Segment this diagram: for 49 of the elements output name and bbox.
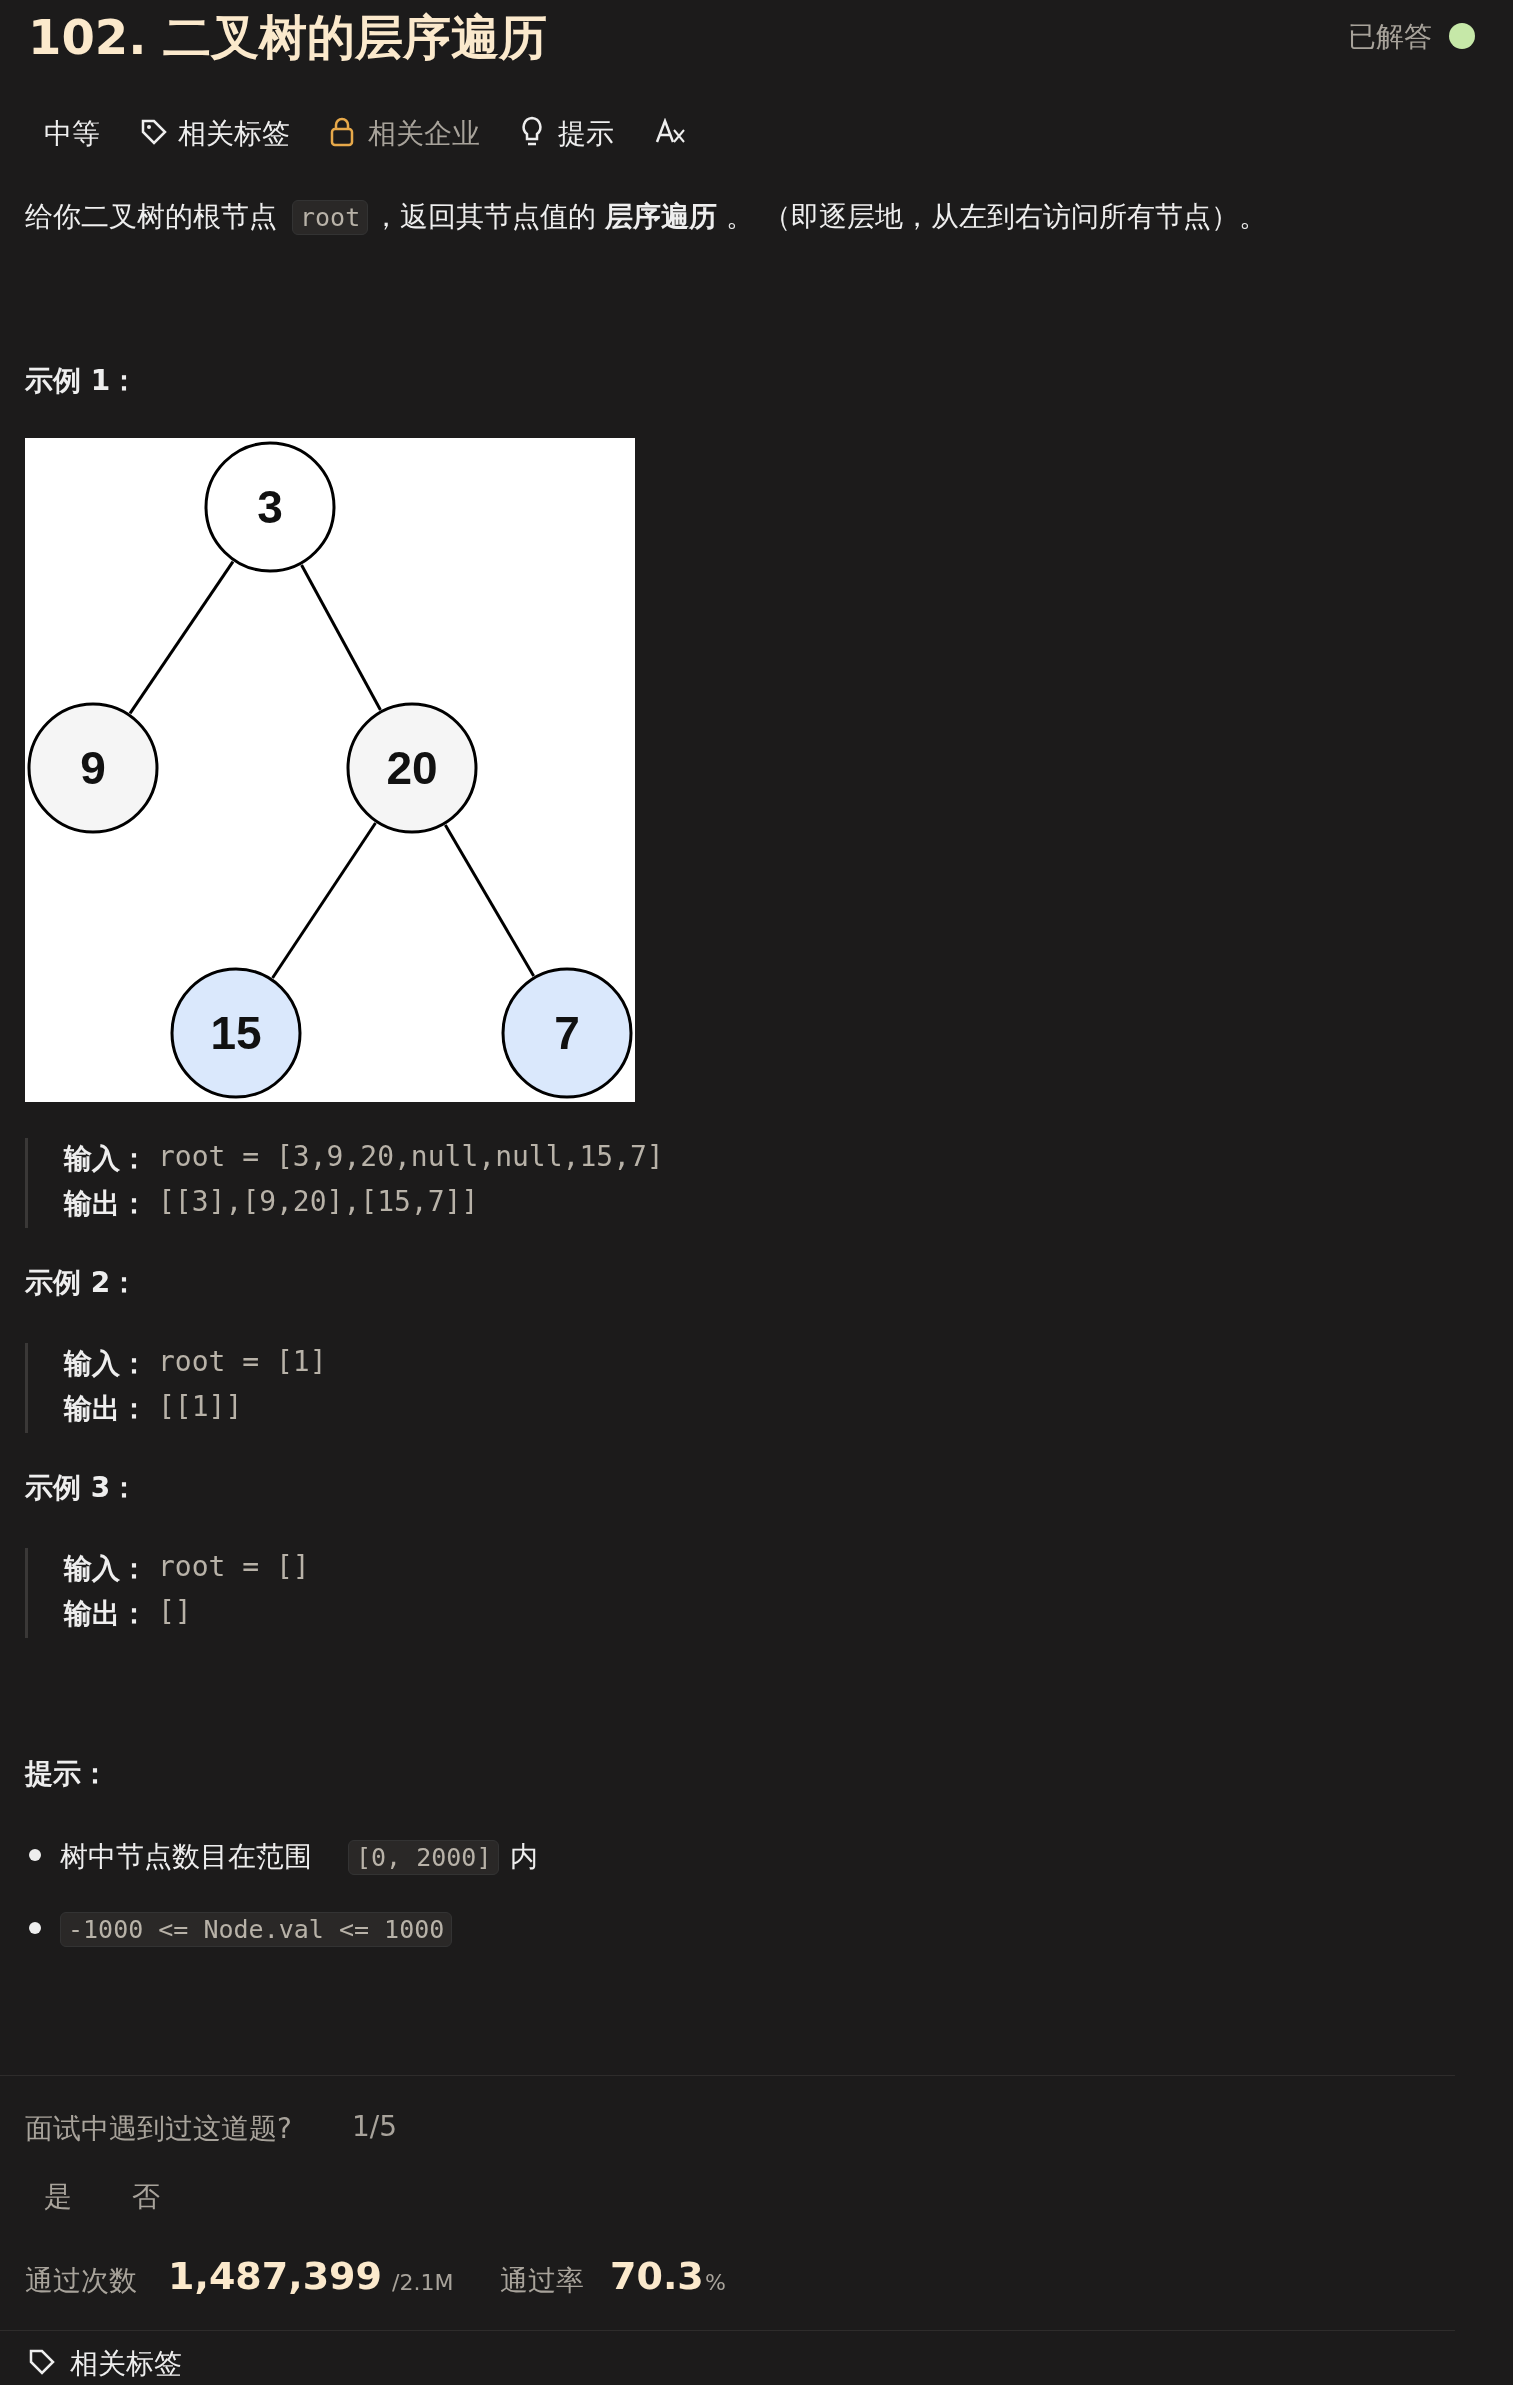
tree-node: 20 — [346, 702, 478, 834]
output-label: 输出： — [64, 1596, 148, 1632]
inline-code: root — [292, 200, 369, 235]
example-heading: 示例 3： — [25, 1470, 139, 1506]
stat-value: 70.3 — [610, 2254, 704, 2298]
yes-option: 是 — [44, 2178, 72, 2216]
constraint-text: 内 — [510, 1839, 538, 1875]
output-value: [[3],[9,20],[15,7]] — [158, 1185, 479, 1218]
tree-node: 15 — [170, 967, 302, 1099]
tag-link: 相关标签 — [178, 116, 290, 152]
input-value: root = [3,9,20,null,null,15,7] — [158, 1140, 664, 1173]
status-text: 已解答 — [1348, 19, 1432, 55]
question-text: 面试中遇到过这道题? — [25, 2111, 292, 2147]
stat-unit: % — [705, 2270, 726, 2295]
stat-label: 通过率 — [500, 2263, 584, 2299]
description-text: ，返回其节点值的 层序遍历 。 （即逐层地，从左到右访问所有节点）。 — [372, 199, 1267, 235]
stat-label: 通过次数 — [25, 2263, 137, 2299]
input-value: root = [] — [158, 1550, 310, 1583]
section-heading: 相关标签 — [70, 2346, 182, 2382]
constraint-text: 树中节点数目在范围 — [60, 1839, 312, 1875]
tree-edge — [128, 560, 235, 715]
hint-link: 提示 — [558, 116, 614, 152]
stat-unit: /2.1M — [392, 2270, 454, 2295]
example-heading: 示例 2： — [25, 1265, 139, 1301]
tree-edge — [271, 822, 377, 979]
inline-code: [0, 2000] — [348, 1840, 500, 1875]
stat-value: 1,487,399 — [168, 2254, 382, 2298]
tree-edge — [444, 824, 535, 977]
example-heading: 示例 1： — [25, 363, 139, 399]
constraints-heading: 提示： — [25, 1756, 109, 1792]
tree-node: 7 — [501, 967, 633, 1099]
no-option: 否 — [132, 2178, 160, 2216]
company-link: 相关企业 — [368, 116, 480, 152]
inline-code: -1000 <= Node.val <= 1000 — [60, 1912, 453, 1947]
tree-node: 9 — [27, 702, 159, 834]
page-title: 102. 二叉树的层序遍历 — [28, 8, 548, 67]
tree-edge — [300, 564, 382, 711]
output-label: 输出： — [64, 1391, 148, 1427]
tree-node: 3 — [204, 441, 336, 573]
ratio-text: 1/5 — [352, 2110, 398, 2143]
output-value: [[1]] — [158, 1390, 243, 1423]
output-value: [] — [158, 1595, 192, 1628]
input-label: 输入： — [64, 1346, 148, 1382]
description-text: 给你二叉树的根节点 — [25, 199, 277, 235]
difficulty-tag: 中等 — [44, 115, 100, 153]
input-value: root = [1] — [158, 1345, 327, 1378]
input-label: 输入： — [64, 1141, 148, 1177]
output-label: 输出： — [64, 1186, 148, 1222]
input-label: 输入： — [64, 1551, 148, 1587]
